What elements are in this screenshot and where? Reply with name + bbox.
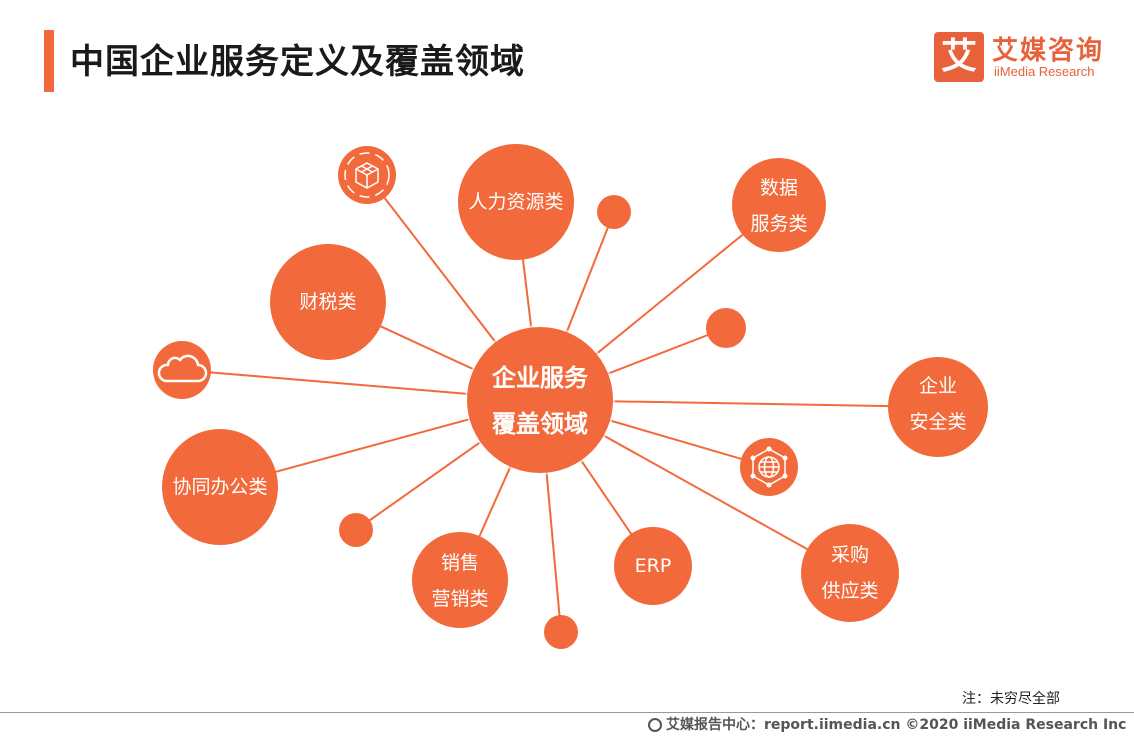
footnote: 注：未穷尽全部 — [962, 691, 1060, 707]
logo-mark: 艾 — [934, 32, 984, 82]
svg-text:销售: 销售 — [441, 552, 479, 574]
cube-icon — [338, 146, 396, 204]
node-data: 数据 服务类 — [732, 158, 826, 252]
svg-text:服务类: 服务类 — [750, 213, 807, 235]
iimedia-logo: 艾 艾媒咨询 iiMedia Research — [934, 32, 1114, 88]
footer-text: 艾媒报告中心：report.iimedia.cn ©2020 iiMedia R… — [666, 717, 1127, 733]
node-erp: ERP — [614, 527, 692, 605]
footer-source: 艾媒报告中心：report.iimedia.cn ©2020 iiMedia R… — [648, 714, 1126, 734]
cloud-icon — [153, 341, 211, 399]
node-security: 企业 安全类 — [888, 357, 988, 457]
svg-text:覆盖领域: 覆盖领域 — [492, 410, 588, 438]
svg-text:ERP: ERP — [635, 555, 672, 577]
page-title: 中国企业服务定义及覆盖领域 — [70, 42, 525, 82]
globe-icon — [648, 718, 662, 732]
node-sales: 销售 营销类 — [412, 532, 508, 628]
svg-text:营销类: 营销类 — [431, 588, 488, 610]
node-finance: 财税类 — [270, 244, 386, 360]
svg-text:人力资源类: 人力资源类 — [468, 191, 563, 213]
node-office: 协同办公类 — [162, 429, 278, 545]
svg-text:财税类: 财税类 — [299, 291, 356, 313]
svg-text:企业: 企业 — [919, 375, 957, 397]
decor-dot — [706, 308, 746, 348]
footer-divider — [0, 712, 1134, 713]
decor-dot — [544, 615, 578, 649]
node-hr: 人力资源类 — [458, 144, 574, 260]
svg-text:采购: 采购 — [831, 544, 869, 566]
svg-text:供应类: 供应类 — [821, 580, 878, 602]
svg-text:企业服务: 企业服务 — [492, 364, 589, 392]
svg-text:协同办公类: 协同办公类 — [172, 476, 267, 498]
decor-dot — [597, 195, 631, 229]
svg-text:数据: 数据 — [760, 177, 798, 199]
node-center: 企业服务 覆盖领域 — [465, 325, 615, 475]
title-accent-bar — [44, 30, 54, 92]
decor-dot — [339, 513, 373, 547]
logo-name-en: iiMedia Research — [994, 64, 1095, 79]
svg-text:安全类: 安全类 — [909, 411, 966, 433]
logo-name-cn: 艾媒咨询 — [992, 36, 1105, 66]
node-procurement: 采购 供应类 — [801, 524, 899, 622]
network-globe-icon — [740, 438, 798, 496]
